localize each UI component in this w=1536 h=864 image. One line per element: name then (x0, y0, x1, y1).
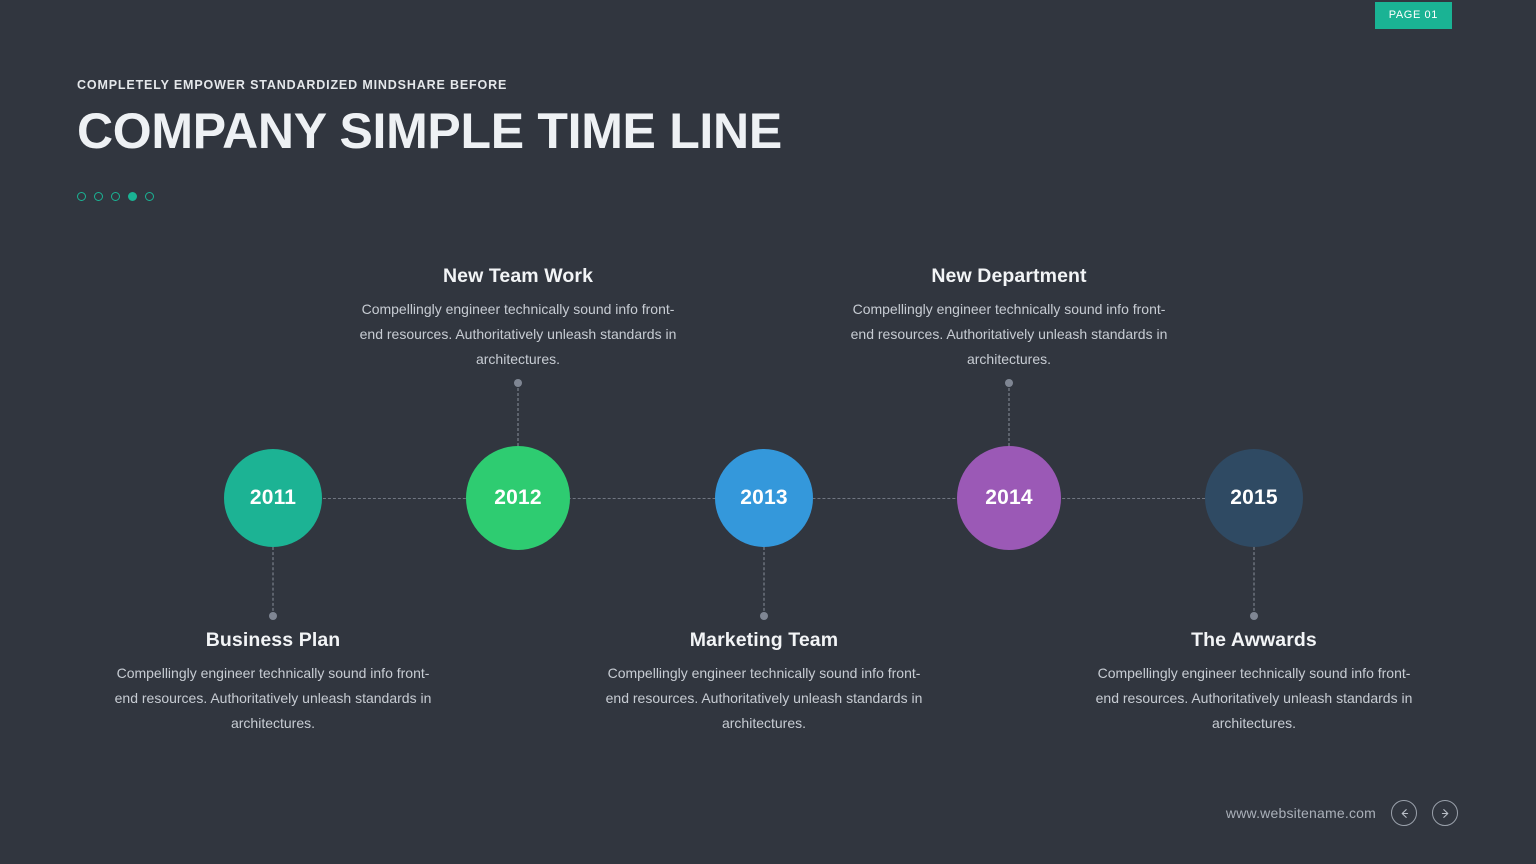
timeline-node-2014[interactable]: 2014 (957, 446, 1061, 550)
pager-dot-4[interactable] (128, 192, 137, 201)
timeline-year-label: 2011 (249, 486, 297, 509)
timeline-connector-2011 (272, 547, 274, 616)
timeline-entry-heading: New Department (931, 265, 1087, 287)
timeline-node-2015[interactable]: 2015 (1205, 449, 1303, 547)
pager-dot-2[interactable] (94, 192, 103, 201)
footer: www.websitename.com (1226, 800, 1458, 826)
timeline-node-2012[interactable]: 2012 (466, 446, 570, 550)
timeline-entry-body: Compellingly engineer technically sound … (1095, 665, 1413, 731)
timeline-connector-dot-2011 (269, 612, 277, 620)
pager-dot-3[interactable] (111, 192, 120, 201)
pager-dots[interactable] (77, 192, 154, 201)
timeline-year-label: 2013 (740, 486, 788, 509)
page-number-badge: PAGE 01 (1374, 2, 1452, 29)
page-title: COMPANY SIMPLE TIME LINE (77, 103, 782, 159)
timeline-entry-body: Compellingly engineer technically sound … (605, 665, 923, 731)
page-kicker: COMPLETELY EMPOWER STANDARDIZED MINDSHAR… (77, 78, 508, 92)
timeline-connector-2012 (517, 383, 519, 446)
timeline-year-label: 2012 (494, 486, 542, 509)
timeline-entry-body: Compellingly engineer technically sound … (359, 301, 677, 367)
timeline-entry-body: Compellingly engineer technically sound … (114, 665, 432, 731)
timeline-connector-2014 (1008, 383, 1010, 446)
timeline-connector-dot-2012 (514, 379, 522, 387)
timeline-year-label: 2014 (985, 486, 1033, 509)
pager-dot-1[interactable] (77, 192, 86, 201)
timeline-entry-body: Compellingly engineer technically sound … (850, 301, 1168, 367)
arrow-right-icon[interactable] (1432, 800, 1458, 826)
page-header: COMPLETELY EMPOWER STANDARDIZED MINDSHAR… (77, 78, 782, 157)
timeline-connector-dot-2015 (1250, 612, 1258, 620)
timeline-connector-dot-2013 (760, 612, 768, 620)
timeline-connector-2013 (763, 547, 765, 616)
timeline-node-2011[interactable]: 2011 (224, 449, 322, 547)
timeline-connector-dot-2014 (1005, 379, 1013, 387)
timeline-node-2013[interactable]: 2013 (715, 449, 813, 547)
timeline-entry-heading: New Team Work (442, 265, 594, 287)
timeline-entry-heading: The Awwards (1191, 629, 1317, 651)
arrow-left-icon[interactable] (1391, 800, 1417, 826)
timeline-entry-heading: Business Plan (205, 629, 341, 651)
site-url: www.websitename.com (1225, 805, 1376, 821)
timeline-connector-2015 (1253, 547, 1255, 616)
timeline-entry-heading: Marketing Team (689, 629, 839, 651)
timeline-year-label: 2015 (1230, 486, 1278, 509)
pager-dot-5[interactable] (145, 192, 154, 201)
